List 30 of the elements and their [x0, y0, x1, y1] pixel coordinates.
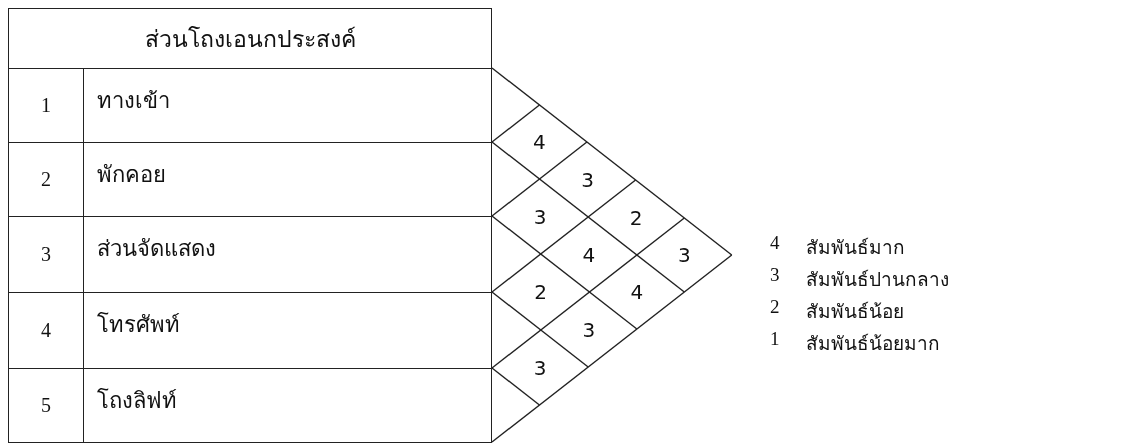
legend-number: 4 [770, 232, 780, 254]
legend-text: สัมพันธ์น้อย [806, 300, 904, 324]
row-number: 5 [9, 369, 84, 442]
rating-number: 3 [582, 317, 596, 342]
rating-number: 4 [582, 242, 596, 267]
rating-number: 3 [581, 167, 594, 192]
table-row [8, 142, 492, 217]
table-header: ส่วนโถงเอนกประสงค์ [8, 8, 492, 69]
table-row [8, 68, 492, 143]
table-row [8, 292, 492, 369]
space-name: ทางเข้า [97, 87, 170, 115]
legend-number: 3 [770, 264, 780, 286]
legend-number: 1 [770, 328, 780, 350]
legend-text: สัมพันธ์ปานกลาง [806, 268, 949, 292]
rating-number: 4 [533, 130, 546, 154]
legend-number: 2 [770, 296, 780, 318]
rating-number: 2 [629, 205, 643, 230]
legend-text: สัมพันธ์น้อยมาก [806, 332, 940, 356]
space-name: พักคอย [97, 161, 166, 189]
space-name: โทรศัพท์ [97, 311, 180, 339]
rating-number: 3 [533, 204, 547, 229]
rating-number: 4 [630, 280, 644, 304]
space-name: โถงลิฟท์ [97, 387, 177, 415]
legend-text: สัมพันธ์มาก [806, 236, 905, 260]
space-name: ส่วนจัดแสดง [97, 235, 216, 263]
table-row [8, 368, 492, 443]
rating-number: 3 [677, 243, 691, 267]
rating-number: 2 [534, 280, 548, 304]
table-row [8, 216, 492, 293]
rating-number: 3 [533, 355, 547, 380]
